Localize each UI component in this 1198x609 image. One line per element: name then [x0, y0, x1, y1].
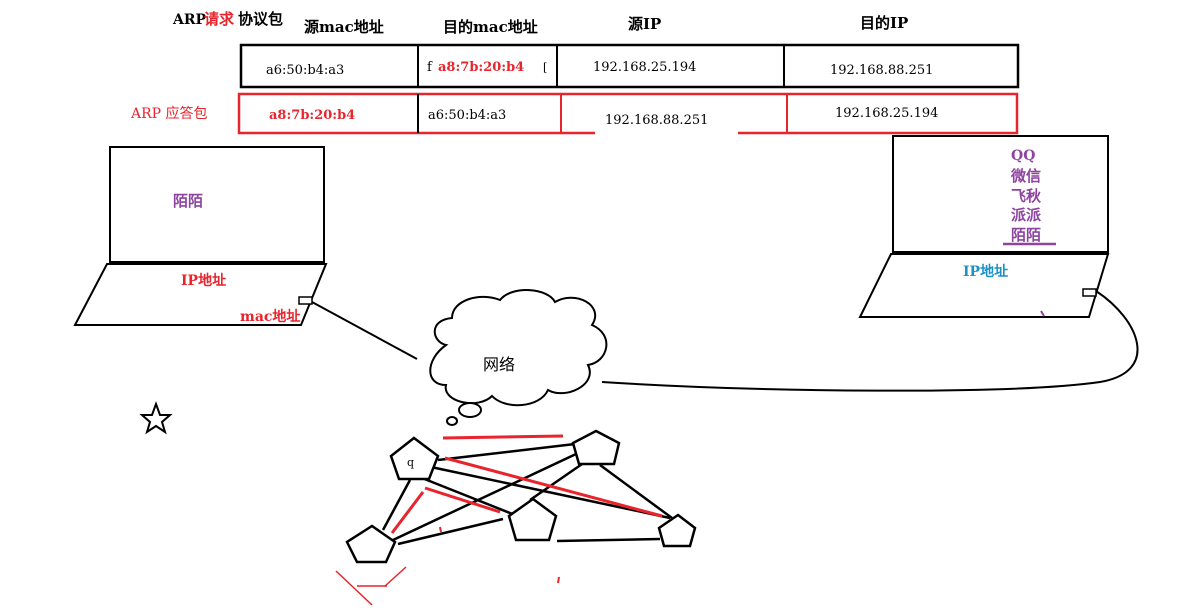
red-link-a-d [424, 486, 501, 514]
right-laptop-app-4: 派派 [1011, 206, 1042, 224]
header-request-word: 请求 [204, 10, 235, 28]
reply-src-mac: a8:7b:20:b4 [269, 108, 355, 123]
right-cable [601, 290, 1139, 392]
request-dst-ip: 192.168.88.251 [830, 63, 933, 78]
link-a-e [430, 465, 671, 520]
left-laptop-app: 陌陌 [173, 192, 203, 210]
link-a-b [437, 442, 576, 462]
red-link-top [442, 434, 564, 440]
cloud-bubble-small [446, 416, 458, 426]
right-laptop-app-1: QQ [1011, 148, 1035, 164]
reply-dst-mac: a6:50:b4:a3 [428, 108, 506, 123]
header-src-ip: 源IP [628, 15, 661, 33]
cloud-label: 网络 [483, 355, 515, 374]
node-b [571, 429, 621, 466]
request-dst-mac-cursor: [ [543, 61, 547, 74]
node-a [389, 436, 440, 481]
link-c-d [397, 517, 504, 546]
cloud-shape [429, 289, 608, 407]
red-scribble-1 [335, 570, 373, 606]
node-d [507, 497, 558, 542]
network-cloud: 网络 [429, 289, 608, 426]
cloud-bubble-large [458, 402, 482, 418]
red-tick-1 [439, 526, 442, 533]
request-src-ip: 192.168.25.194 [593, 60, 696, 75]
link-a-d [421, 476, 516, 517]
right-laptop-keyboard [858, 253, 1110, 318]
star-icon [139, 401, 173, 435]
right-laptop-port [1082, 288, 1097, 297]
right-laptop-app-3: 飞秋 [1011, 187, 1042, 205]
red-scribble-2 [384, 566, 407, 587]
right-laptop-screen [892, 135, 1109, 253]
reply-label: ARP 应答包 [130, 105, 208, 122]
right-laptop-mark [1040, 310, 1045, 317]
request-dst-mac-prefix: f [427, 60, 433, 75]
reply-table: ARP 应答包 a8:7b:20:b4 a6:50:b4:a3 192.168.… [130, 92, 1019, 135]
network-nodes: q [345, 429, 697, 564]
header-packet-word: 协议包 [238, 10, 283, 28]
request-src-mac: a6:50:b4:a3 [266, 63, 344, 78]
request-table-border [239, 43, 1020, 89]
link-b-e [599, 463, 673, 520]
header-dst-ip: 目的IP [860, 14, 908, 32]
link-c-b [392, 452, 577, 542]
header-src-mac: 源mac地址 [304, 18, 384, 36]
network-links-red [335, 434, 663, 606]
header-dst-mac: 目的mac地址 [443, 18, 538, 36]
left-laptop-port [298, 296, 313, 305]
header-arp-prefix: ARP [172, 12, 206, 28]
left-laptop: 陌陌 IP地址 mac地址 [73, 146, 328, 326]
red-link-a-e [444, 456, 663, 518]
link-d-b [529, 460, 586, 502]
left-laptop-ip-label: IP地址 [181, 272, 226, 289]
right-laptop-app-2: 微信 [1010, 167, 1041, 185]
right-laptop: QQ 微信 飞秋 派派 陌陌 IP地址 [858, 135, 1110, 318]
node-e [657, 513, 697, 548]
left-laptop-mac-label: mac地址 [240, 308, 300, 325]
reply-src-ip: 192.168.88.251 [605, 113, 708, 128]
node-a-mark: q [407, 456, 414, 469]
header-labels: ARP 请求 协议包 源mac地址 目的mac地址 源IP 目的IP [172, 10, 908, 36]
left-cable [311, 301, 418, 360]
left-laptop-screen [109, 146, 325, 263]
red-link-a-c [390, 491, 425, 534]
request-dst-mac: a8:7b:20:b4 [438, 60, 524, 75]
link-d-e [556, 537, 661, 543]
right-laptop-ip-label: IP地址 [963, 263, 1008, 280]
red-tick-2 [557, 576, 560, 584]
network-links-black [381, 442, 673, 546]
right-laptop-app-5: 陌陌 [1011, 226, 1041, 244]
link-a-c [381, 479, 412, 531]
reply-dst-ip: 192.168.25.194 [835, 106, 938, 121]
reply-cell-gap [595, 127, 738, 135]
node-c [345, 524, 397, 564]
left-laptop-keyboard [73, 263, 328, 326]
request-table: a6:50:b4:a3 f a8:7b:20:b4 [ 192.168.25.1… [239, 43, 1020, 89]
